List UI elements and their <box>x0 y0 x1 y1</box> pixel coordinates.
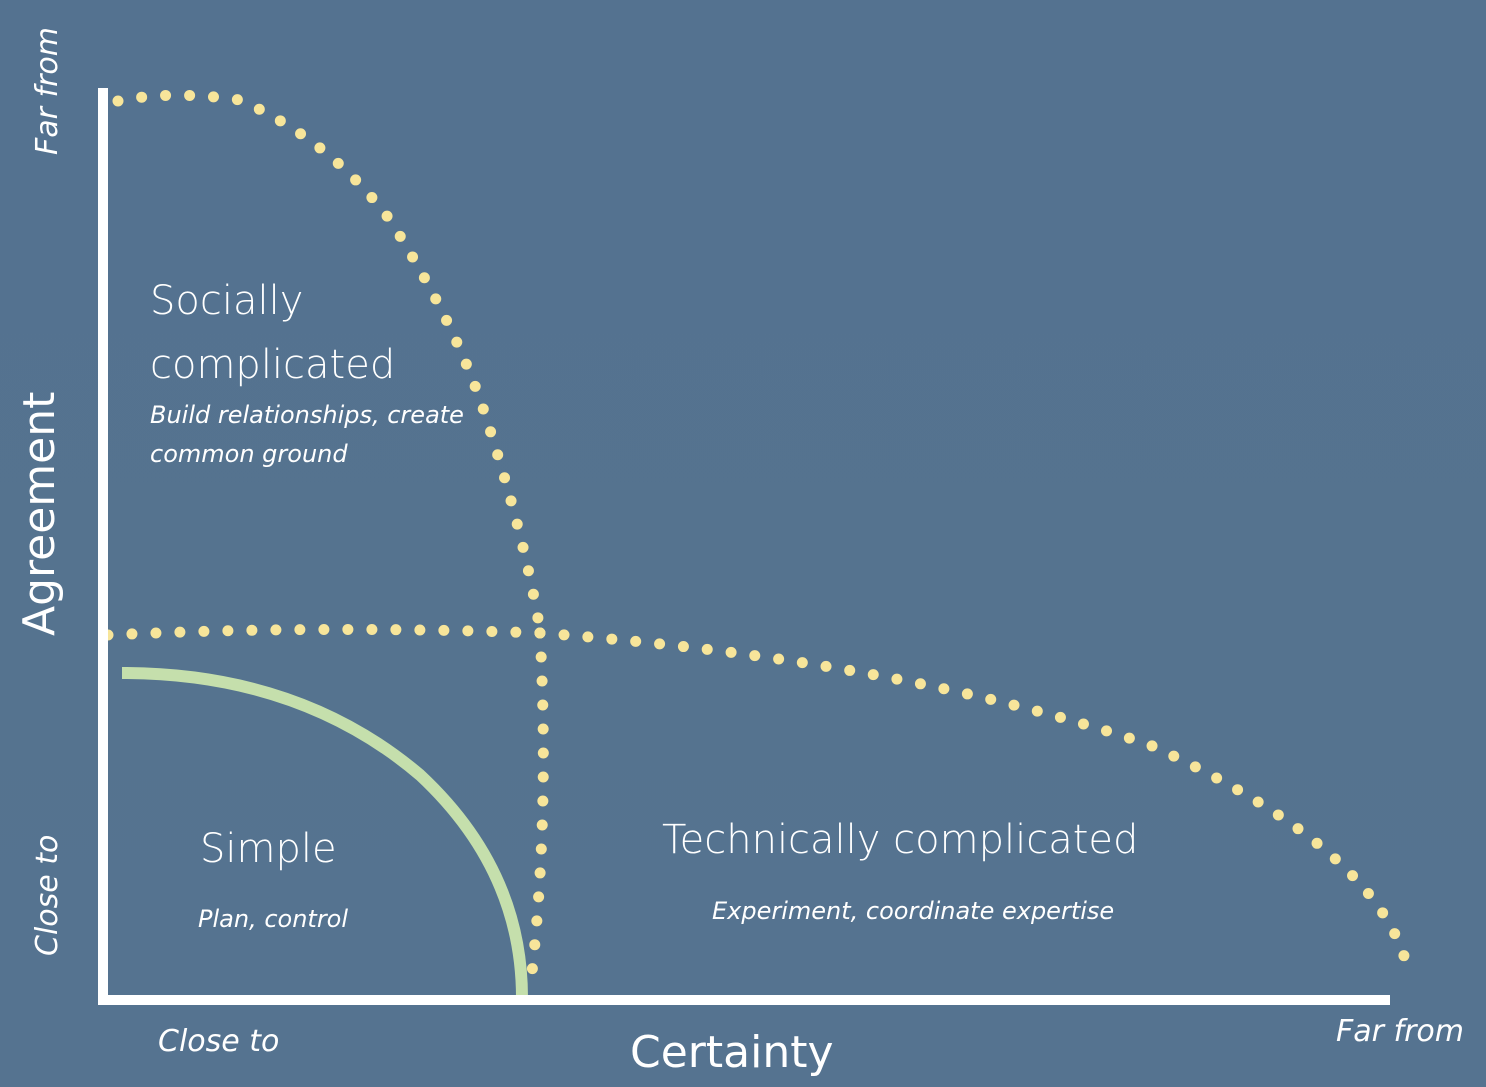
simple-title: Simple <box>200 826 337 872</box>
socially-complicated-subtitle-line1: Build relationships, create <box>150 401 464 429</box>
socially-complicated-boundary <box>112 89 546 636</box>
y-axis-high-label: Far from <box>30 27 65 155</box>
agreement-boundary-horizontal <box>102 623 546 641</box>
certainty-boundary-vertical <box>524 627 549 996</box>
x-axis-low-label: Close to <box>158 1024 280 1059</box>
socially-complicated-title-line2: complicated <box>150 342 396 388</box>
technically-complicated-subtitle: Experiment, coordinate expertise <box>712 897 1115 925</box>
x-axis-title: Certainty <box>630 1027 834 1078</box>
technically-complicated-title: Technically complicated <box>662 817 1139 863</box>
socially-complicated-title-line1: Socially <box>150 278 304 324</box>
simple-subtitle: Plan, control <box>198 905 349 933</box>
y-axis-title: Agreement <box>14 391 65 636</box>
x-axis-high-label: Far from <box>1336 1014 1464 1049</box>
simple-region-boundary <box>121 667 528 999</box>
y-axis-low-label: Close to <box>30 834 65 956</box>
socially-complicated-subtitle-line2: common ground <box>150 440 348 468</box>
